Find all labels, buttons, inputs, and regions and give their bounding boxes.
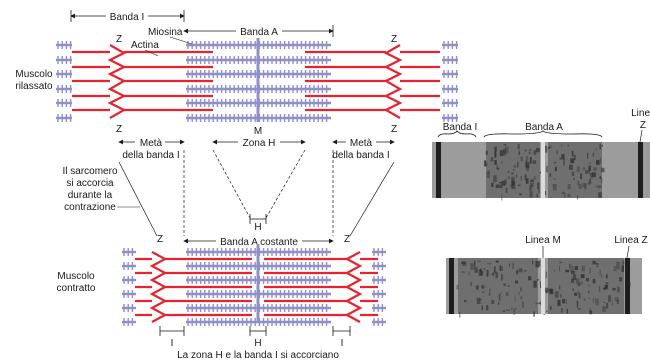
myosin-filament-outer-right — [442, 41, 458, 49]
z-label-top-right: Z — [391, 34, 397, 45]
contracted-neighbor-myosin — [122, 248, 386, 326]
myosin-filament-outer-left — [56, 114, 72, 122]
myosin-label: Miosina — [148, 27, 183, 38]
myosin-filament-outer-right — [442, 114, 458, 122]
myosin-filament-outer-right — [372, 290, 386, 298]
contracted-muscle-label-2: contratto — [57, 283, 96, 294]
actin-label: Actina — [131, 40, 159, 51]
myosin-filament-outer-left — [122, 304, 136, 312]
myosin-filament — [186, 276, 331, 284]
micrograph-relaxed: Banda I Banda A Line Z — [432, 108, 650, 201]
micrograph-z-line-right — [625, 258, 630, 314]
myosin-filament-outer-right — [372, 248, 386, 256]
guide-h-right — [265, 149, 306, 219]
micrograph-band-i-label: Banda I — [443, 122, 477, 133]
z-label-top-left-bottom: Z — [116, 124, 122, 135]
relaxed-muscle-label: Muscolo — [15, 69, 53, 80]
micrograph-band-a-label: Banda A — [525, 122, 563, 133]
half-i-right-label-2: della banda I — [332, 150, 389, 161]
contracted-z-disc-left — [149, 251, 168, 323]
z-label-top-right-bottom: Z — [391, 124, 397, 135]
micrograph-m-line — [541, 258, 545, 314]
i-left-label: I — [171, 338, 174, 349]
relaxed-z-disc-right — [383, 44, 403, 119]
z-label-bottom-left: Z — [157, 234, 163, 245]
micrograph-m-line — [541, 142, 545, 198]
myosin-filament-outer-left — [122, 318, 136, 326]
myosin-filament-outer-right — [372, 262, 386, 270]
m-line-label: M — [254, 126, 262, 137]
micrograph-z-line-left — [436, 142, 441, 198]
myosin-filament-outer-right — [442, 85, 458, 93]
micrograph-z-line-right — [638, 142, 643, 198]
contracted-sarcomere — [122, 244, 386, 326]
half-i-left-label-1: Metà — [140, 138, 163, 149]
micrograph-line-z-label-1: Line — [631, 108, 650, 119]
myosin-filament-outer-left — [122, 248, 136, 256]
myosin-filament-outer-left — [122, 276, 136, 284]
micrograph-z-line-left — [449, 258, 454, 314]
guide-z-left — [118, 161, 158, 237]
svg-text:Il sarcomero: Il sarcomero — [62, 166, 117, 177]
band-i-top-label: Banda I — [110, 12, 144, 23]
band-a-constant-label: Banda A costante — [220, 237, 298, 248]
relaxed-myosin-filaments — [186, 41, 331, 122]
myosin-filament-outer-right — [372, 318, 386, 326]
h-bottom-label: H — [254, 338, 261, 349]
relaxed-actin-filaments — [72, 44, 440, 119]
guide-h-left — [212, 149, 251, 219]
sarcomere-shortens-note: Il sarcomero si accorcia durante la cont… — [62, 166, 140, 213]
contracted-muscle-label: Muscolo — [57, 271, 95, 282]
caption: La zona H e la banda I si accorciano — [177, 350, 339, 361]
myosin-filament-outer-left — [122, 290, 136, 298]
myosin-filament-outer-left — [56, 56, 72, 64]
myosin-filament-outer-right — [372, 276, 386, 284]
myosin-filament-outer-right — [372, 304, 386, 312]
z-label-bottom-right: Z — [344, 234, 350, 245]
myosin-filament-outer-right — [442, 99, 458, 107]
myosin-filament-outer-left — [56, 99, 72, 107]
half-i-left-label-2: della banda I — [122, 150, 179, 161]
relaxed-muscle-label-2: rilassato — [15, 81, 53, 92]
myosin-filament-outer-left — [56, 70, 72, 78]
relaxed-z-disc-left — [107, 44, 127, 119]
contracted-z-disc-right — [344, 251, 363, 323]
band-a-top-label: Banda A — [240, 27, 278, 38]
myosin-filament-outer-left — [122, 262, 136, 270]
myosin-filament-outer-right — [442, 70, 458, 78]
half-i-right-label-1: Metà — [350, 138, 373, 149]
micrograph-line-z-label: Linea Z — [614, 235, 647, 246]
h-zone-label: Zona H — [243, 138, 276, 149]
z-label-top-left: Z — [116, 34, 122, 45]
micrograph-line-m-label: Linea M — [525, 235, 561, 246]
contracted-actin-filaments — [135, 251, 378, 323]
micrograph-contracted: Linea M Linea Z — [446, 235, 648, 318]
guide-z-right — [349, 161, 395, 237]
relaxed-sarcomere — [56, 38, 458, 122]
svg-text:durante la: durante la — [68, 190, 113, 201]
i-right-label: I — [341, 338, 344, 349]
svg-text:contrazione: contrazione — [64, 202, 116, 213]
micrograph-line-z-label-2: Z — [640, 120, 646, 131]
bottom-dimension-markers — [159, 326, 351, 336]
myosin-filament-outer-right — [442, 56, 458, 64]
h-small-label: H — [254, 222, 261, 233]
myosin-filament-outer-left — [56, 41, 72, 49]
svg-text:si accorcia: si accorcia — [66, 178, 114, 189]
myosin-filament-outer-left — [56, 85, 72, 93]
relaxed-neighbor-myosin — [56, 41, 458, 122]
